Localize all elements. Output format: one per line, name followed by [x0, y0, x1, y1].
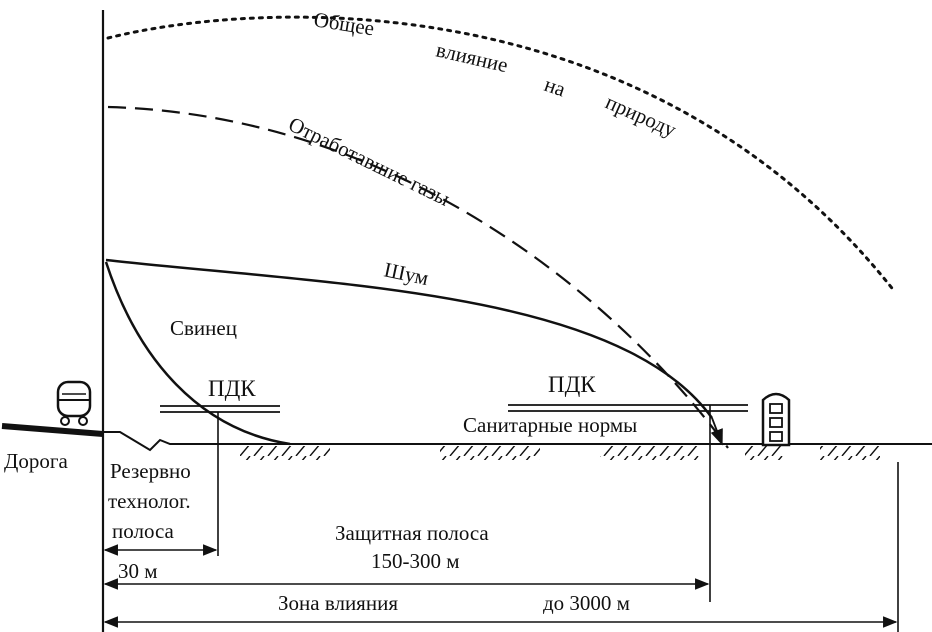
total-impact-label-1: Общее [312, 7, 376, 40]
protective-width-label: 150-300 м [371, 549, 460, 573]
lead-label: Свинец [170, 316, 237, 340]
ground-hatch-4 [745, 446, 785, 460]
noise-end-arrow [710, 417, 723, 446]
total-impact-label-2: влияние [434, 37, 510, 77]
protective-strip-label: Защитная полоса [335, 521, 489, 545]
reserve-width-label: 30 м [118, 559, 158, 583]
total-impact-curve [106, 15, 897, 294]
vehicle-icon [56, 380, 92, 426]
exhaust-gas-curve [107, 105, 729, 449]
influence-zone-label: Зона влияния [278, 591, 398, 615]
ground-hatch-3 [600, 446, 700, 460]
road-surface [1, 423, 104, 437]
reserve-strip-label-2: технолог. [108, 489, 191, 513]
ground-hatch-1 [240, 446, 330, 460]
ground-hatch-5 [820, 446, 880, 460]
mpc-left-label: ПДК [208, 376, 256, 401]
noise-curve [105, 258, 714, 419]
ground-line [103, 431, 932, 452]
building-icon [761, 392, 791, 447]
influence-width-label: до 3000 м [543, 591, 630, 615]
total-impact-label-4: природу [602, 90, 680, 142]
reserve-strip-label-3: полоса [112, 519, 175, 543]
noise-label: Шум [382, 257, 431, 290]
reserve-strip-label-1: Резервно [110, 459, 191, 483]
lead-curve [104, 261, 291, 446]
total-impact-label-3: на [541, 72, 569, 102]
sanitary-norms-label: Санитарные нормы [463, 413, 637, 437]
exhaust-gas-label: Отработавшие газы [285, 112, 454, 211]
ground-hatch-2 [440, 446, 540, 460]
mpc-right-label: ПДК [548, 372, 596, 397]
road-label: Дорога [4, 449, 68, 473]
